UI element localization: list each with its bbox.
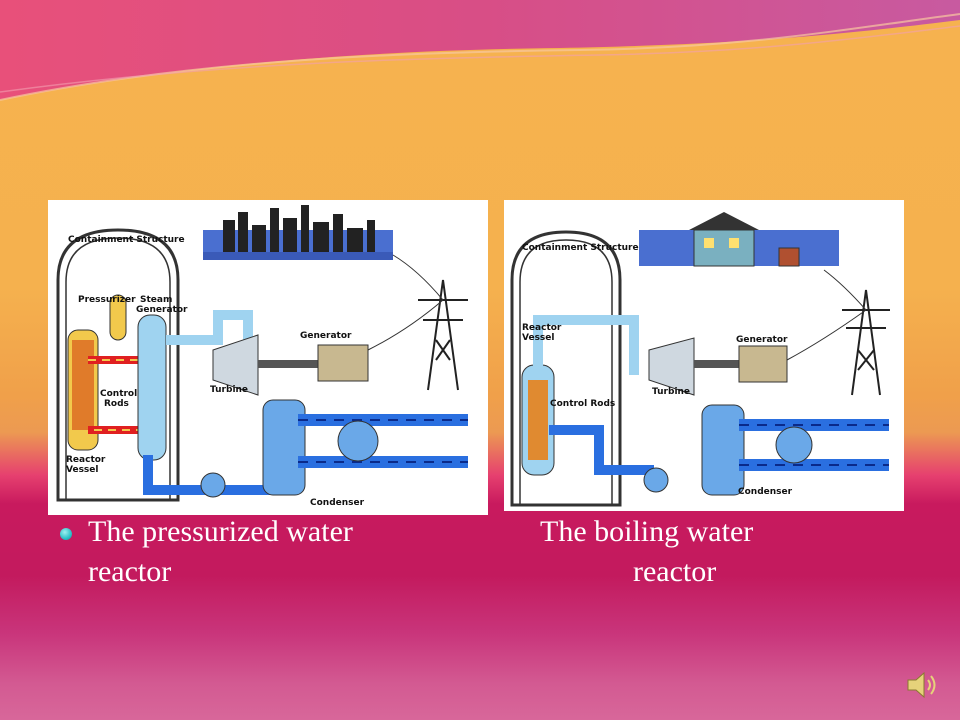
pwr-label-containment: Containment Structure: [68, 235, 185, 245]
bwr-label-reactor-1: Reactor: [522, 323, 562, 333]
header-wave: [0, 0, 960, 101]
bwr-label-generator: Generator: [736, 335, 788, 345]
pwr-label-generator: Generator: [300, 331, 352, 341]
bwr-label-condenser: Condenser: [738, 487, 793, 497]
city-skyline-icon: [203, 205, 393, 260]
caption-left-line2: reactor: [88, 555, 172, 588]
pwr-diagram: Containment Structure Pressurizer Steam …: [48, 200, 488, 515]
bwr-label-turbine: Turbine: [652, 387, 690, 397]
power-tower-icon: [842, 289, 890, 396]
pwr-label-steam-1: Steam: [140, 295, 172, 305]
pwr-label-control-2: Rods: [104, 399, 129, 409]
bwr-label-containment: Containment Structure: [522, 243, 639, 253]
caption-right-line2: reactor: [633, 555, 717, 588]
pwr-label-control-1: Control: [100, 389, 137, 399]
bwr-label-reactor-2: Vessel: [522, 333, 554, 343]
pwr-label-reactor-2: Vessel: [66, 465, 98, 475]
pwr-label-steam-2: Generator: [136, 305, 188, 315]
caption-left-line1: The pressurized water: [88, 515, 353, 548]
pwr-label-reactor-1: Reactor: [66, 455, 106, 465]
bwr-diagram: Containment Structure Reactor Vessel Con…: [504, 200, 904, 511]
speaker-icon[interactable]: [906, 670, 940, 700]
bullet-dot-icon: [60, 528, 72, 540]
pwr-label-condenser: Condenser: [310, 498, 365, 508]
house-icon: [639, 212, 839, 267]
power-tower-icon: [418, 279, 468, 391]
bwr-label-control-rods: Control Rods: [550, 399, 615, 409]
pwr-label-turbine: Turbine: [210, 385, 248, 395]
pwr-label-pressurizer: Pressurizer: [78, 295, 136, 305]
caption-right-line1: The boiling water: [540, 515, 754, 548]
